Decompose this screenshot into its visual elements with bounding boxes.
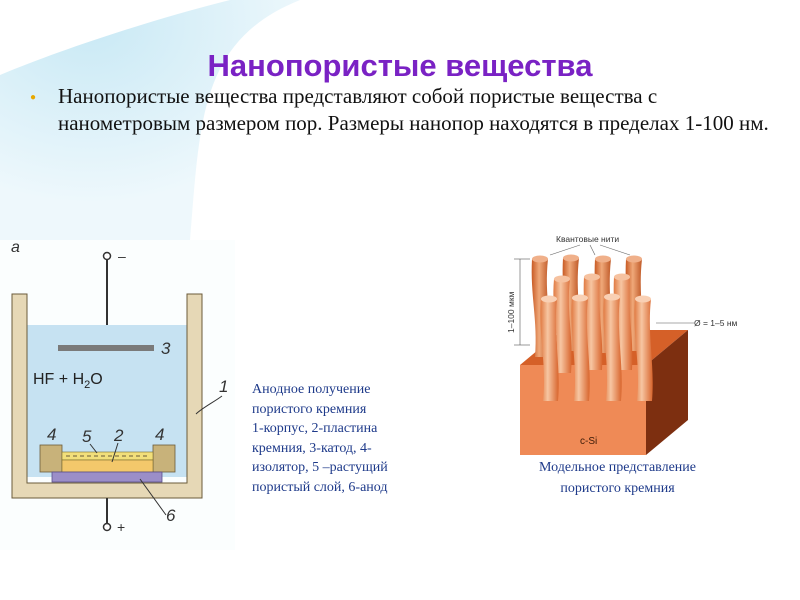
substrate-side (646, 330, 688, 455)
cell-caption-line: 1-корпус, 2-пластина (252, 421, 378, 436)
wire-top (532, 255, 548, 263)
leader-5 (89, 443, 98, 454)
cell-caption-line: пористого кремния (252, 401, 367, 417)
wire-top (595, 255, 611, 263)
wire-top (563, 254, 579, 262)
label-4-left: 4 (47, 425, 56, 444)
anode-plate (51, 471, 163, 483)
quantum-wire (634, 299, 653, 401)
panel-letter: а (11, 239, 20, 256)
anode-terminal (102, 522, 112, 532)
cathode-terminal (102, 251, 112, 261)
silicon-wafer (61, 459, 154, 473)
label-6: 6 (166, 506, 176, 525)
quantum-wire (583, 277, 603, 370)
cell-caption-line: кремния, 3-катод, 4- (252, 440, 372, 456)
cell-caption-line: изолятор, 5 –растущий (252, 460, 388, 475)
quantum-wire (540, 299, 559, 401)
label-3: 3 (161, 339, 171, 358)
leader-6 (139, 478, 167, 516)
wires-leader (599, 244, 631, 256)
label-4-right: 4 (155, 425, 164, 444)
height-label: 1–100 мкм (506, 291, 516, 333)
wire-top (614, 273, 630, 281)
label-1: 1 (219, 377, 228, 396)
background-glow (0, 0, 300, 240)
wire-top (554, 275, 570, 283)
wire-top (626, 255, 642, 263)
insulator-left (39, 444, 63, 473)
vessel-body (11, 293, 203, 499)
diameter-label: Ø = 1–5 нм (694, 318, 738, 328)
quantum-wire (603, 297, 622, 401)
wire-top (541, 295, 557, 303)
cell-caption-line: Анодное получение (252, 382, 371, 397)
model-caption: Модельное представление пористого кремни… (505, 457, 730, 499)
label-5: 5 (82, 427, 92, 446)
cathode-plate (58, 345, 154, 351)
cell-caption-line: пористый слой, 6-анод (252, 479, 388, 495)
wire-top (572, 294, 588, 302)
substrate-label: c-Si (580, 436, 597, 447)
quantum-wire (553, 279, 572, 373)
insulator-right (152, 444, 176, 473)
leader-1 (195, 395, 223, 415)
plus-sign: + (117, 519, 125, 535)
minus-sign: – (118, 248, 126, 264)
wire-top (584, 273, 600, 281)
wires-label: Квантовые нити (556, 234, 619, 244)
model-caption-line: пористого кремния (560, 481, 675, 496)
porous-silicon-model: c-Si Квантовые нити 1–100 мкм Ø = 1–5 нм (506, 234, 738, 455)
wires-leader (589, 244, 596, 256)
intro-paragraph: Нанопористые вещества представляют собой… (58, 84, 769, 135)
model-caption-line: Модельное представление (539, 460, 696, 475)
cell-caption: Анодное получение пористого кремния 1-ко… (252, 380, 452, 497)
label-2: 2 (113, 426, 124, 445)
slide-title: Нанопористые вещества (207, 48, 593, 83)
anodizing-cell-diagram: а – 3 HF + H2O 4 4 5 2 1 6 + (11, 239, 228, 535)
electrolyte-formula: HF + H2O (33, 371, 103, 391)
leader-2 (111, 442, 119, 463)
wire-top (635, 295, 651, 303)
quantum-wire (571, 298, 590, 401)
bullet-dot-icon: ● (30, 92, 37, 103)
wires-leader (549, 244, 581, 256)
wire-top (604, 293, 620, 301)
